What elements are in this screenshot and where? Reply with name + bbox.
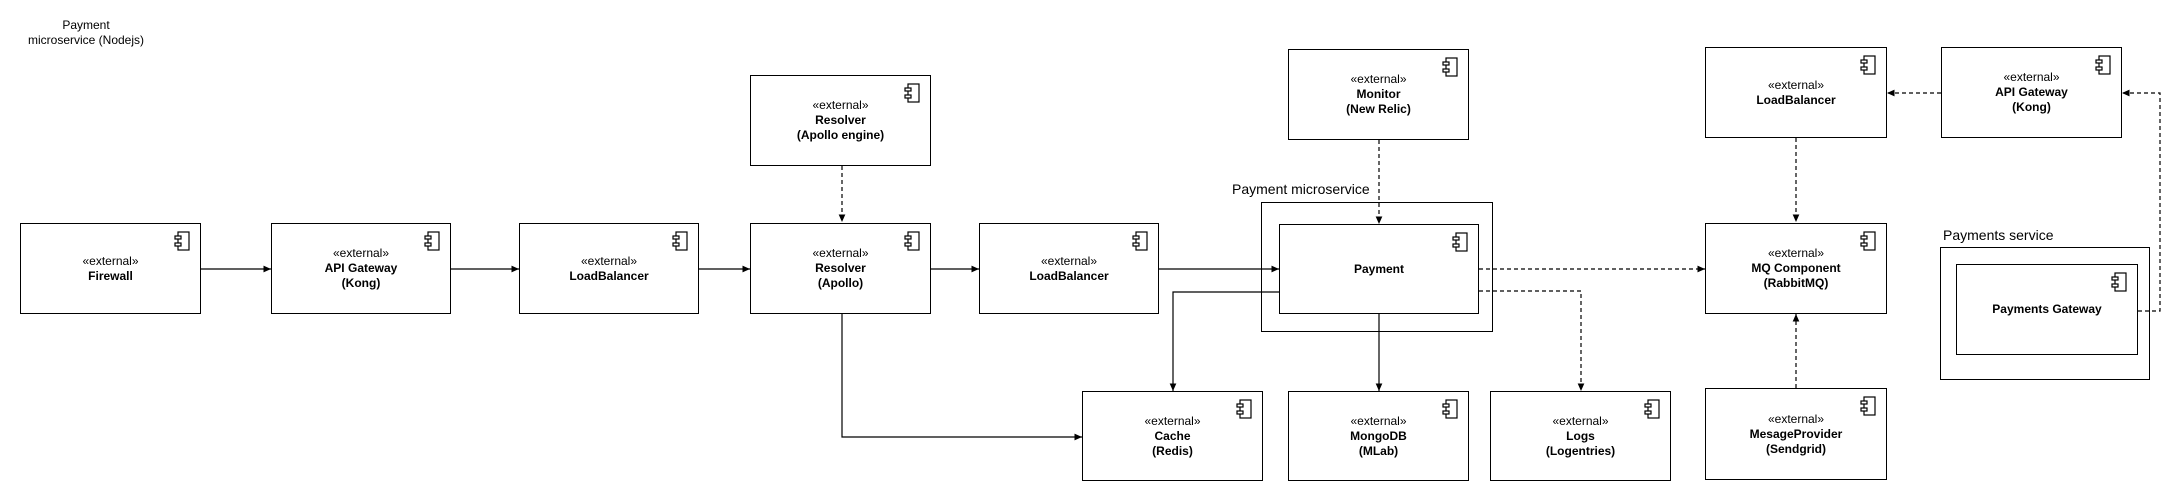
component-detail: (New Relic): [1346, 102, 1411, 116]
component-detail: (Kong): [341, 276, 381, 290]
component-loadbalancer[interactable]: «external» LoadBalancer: [519, 223, 699, 314]
component-name: Cache: [1154, 428, 1191, 443]
component-monitor[interactable]: «external» Monitor (New Relic): [1288, 49, 1469, 140]
component-detail: (Apollo): [817, 276, 864, 290]
component-detail: (Sendgrid): [1766, 441, 1826, 456]
component-name: LoadBalancer: [1756, 92, 1836, 107]
component-detail: (Logentries): [1545, 443, 1616, 458]
component-name: Monitor: [1356, 87, 1401, 101]
component-detail: (MLab): [1358, 443, 1399, 458]
component-name: Payments Gateway: [1992, 302, 2102, 316]
component-icon: [1452, 232, 1468, 252]
component-mq[interactable]: «external» MQ Component (RabbitMQ): [1705, 223, 1887, 314]
component-stereotype: «external»: [812, 246, 869, 260]
component-icon: [1860, 396, 1876, 416]
component-icon: [1132, 231, 1148, 251]
component-payments-gateway[interactable]: Payments Gateway: [1956, 264, 2138, 355]
component-icon: [424, 231, 440, 251]
component-icon: [1860, 231, 1876, 251]
component-icon: [904, 83, 920, 103]
component-payment[interactable]: Payment: [1279, 224, 1479, 314]
component-name: Logs: [1566, 428, 1595, 443]
component-stereotype: «external»: [580, 253, 638, 268]
component-resolver[interactable]: «external» Resolver (Apollo): [750, 223, 931, 314]
component-icon: [1860, 55, 1876, 75]
component-stereotype: «external»: [82, 253, 139, 268]
component-name: LoadBalancer: [1029, 268, 1109, 283]
component-name: API Gateway: [1995, 85, 2068, 99]
component-stereotype: «external»: [1767, 411, 1825, 426]
component-detail: (Redis): [1152, 443, 1193, 458]
component-message-provider[interactable]: «external» MesageProvider (Sendgrid): [1705, 388, 1887, 480]
component-cache[interactable]: «external» Cache (Redis): [1082, 391, 1263, 481]
component-stereotype: «external»: [1040, 253, 1098, 268]
component-name: MQ Component: [1751, 261, 1841, 275]
component-stereotype: «external»: [1767, 246, 1825, 260]
component-name: MesageProvider: [1749, 426, 1843, 441]
component-stereotype: «external»: [812, 98, 869, 112]
component-icon: [1236, 399, 1252, 419]
edge-payment-to-logs: [1479, 290, 1585, 391]
component-stereotype: «external»: [332, 246, 390, 260]
component-icon: [2095, 55, 2111, 75]
component-icon: [1442, 399, 1458, 419]
component-resolver-engine[interactable]: «external» Resolver (Apollo engine): [750, 75, 931, 166]
component-detail: (Apollo engine): [796, 128, 885, 142]
component-name: Payment: [1353, 261, 1405, 276]
component-detail: (Kong): [2012, 100, 2051, 114]
component-icon: [1442, 57, 1458, 77]
component-detail: (RabbitMQ): [1763, 276, 1829, 290]
component-logs[interactable]: «external» Logs (Logentries): [1490, 391, 1671, 481]
component-icon: [1644, 399, 1660, 419]
component-icon: [174, 231, 190, 251]
component-icon: [2111, 272, 2127, 292]
payment-microservice-label: Payment microservice: [1232, 181, 1370, 197]
component-name: Firewall: [88, 268, 133, 283]
component-icon: [672, 231, 688, 251]
component-firewall[interactable]: «external» Firewall: [20, 223, 201, 314]
component-mongodb[interactable]: «external» MongoDB (MLab): [1288, 391, 1469, 481]
component-stereotype: «external»: [2003, 70, 2060, 84]
component-icon: [904, 231, 920, 251]
component-stereotype: «external»: [1552, 413, 1609, 428]
component-name: MongoDB: [1350, 428, 1407, 443]
component-stereotype: «external»: [1350, 72, 1407, 86]
component-name: API Gateway: [324, 261, 398, 275]
component-api-gateway[interactable]: «external» API Gateway (Kong): [271, 223, 451, 314]
component-stereotype: «external»: [1144, 413, 1201, 428]
component-name: LoadBalancer: [569, 268, 649, 283]
payments-service-label: Payments service: [1943, 227, 2054, 243]
component-name: Resolver: [815, 261, 866, 275]
component-name: Resolver: [815, 113, 866, 127]
component-loadbalancer-mq[interactable]: «external» LoadBalancer: [1705, 47, 1887, 138]
component-loadbalancer-2[interactable]: «external» LoadBalancer: [979, 223, 1159, 314]
edge-resolver-to-cache: [841, 314, 1082, 441]
page-title: Payment microservice (Nodejs): [27, 18, 145, 47]
component-stereotype: «external»: [1350, 413, 1407, 428]
component-stereotype: «external»: [1767, 77, 1825, 92]
component-api-gateway-right[interactable]: «external» API Gateway (Kong): [1941, 47, 2122, 138]
